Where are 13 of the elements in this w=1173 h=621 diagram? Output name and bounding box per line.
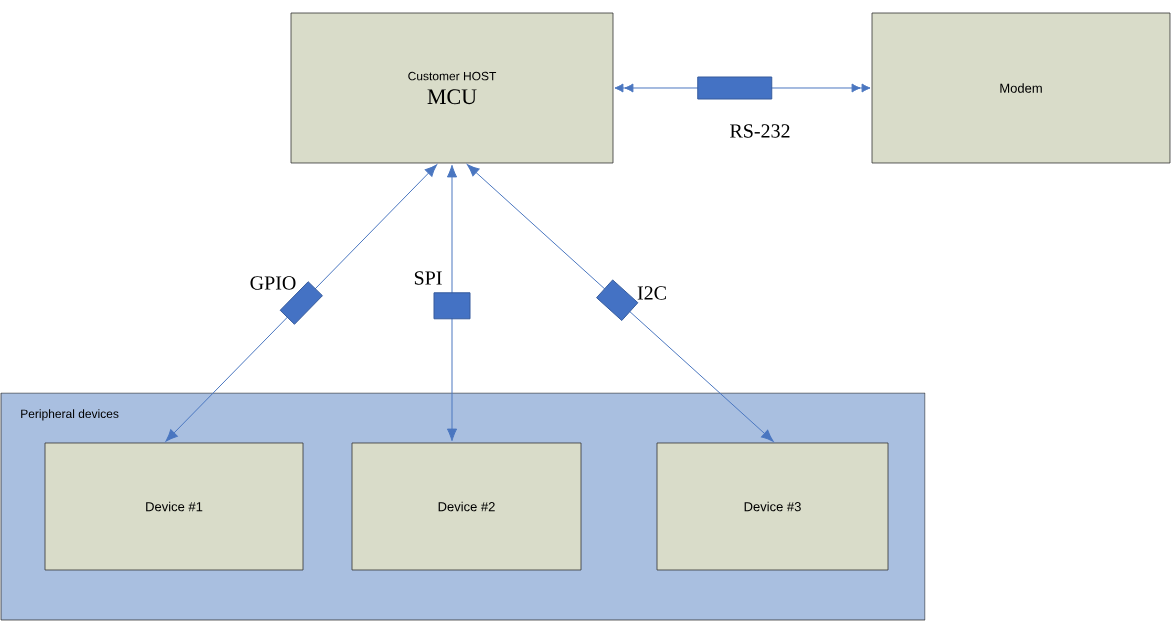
edge-label: SPI <box>414 271 442 285</box>
edge-label: RS-232 <box>730 124 790 138</box>
connector-arrow <box>165 164 438 442</box>
device-box: Modem <box>871 12 1171 164</box>
connector-arrow <box>466 164 774 442</box>
device-box: Device #3 <box>656 442 889 571</box>
connector-arrow <box>433 164 471 442</box>
connector-arrow <box>614 76 871 100</box>
edge-label: I2C <box>637 286 666 300</box>
host-box: Customer HOST MCU <box>290 12 614 164</box>
device-box: Device #1 <box>44 442 304 571</box>
edge-label: GPIO <box>250 276 296 290</box>
device-box: Device #2 <box>351 442 582 571</box>
